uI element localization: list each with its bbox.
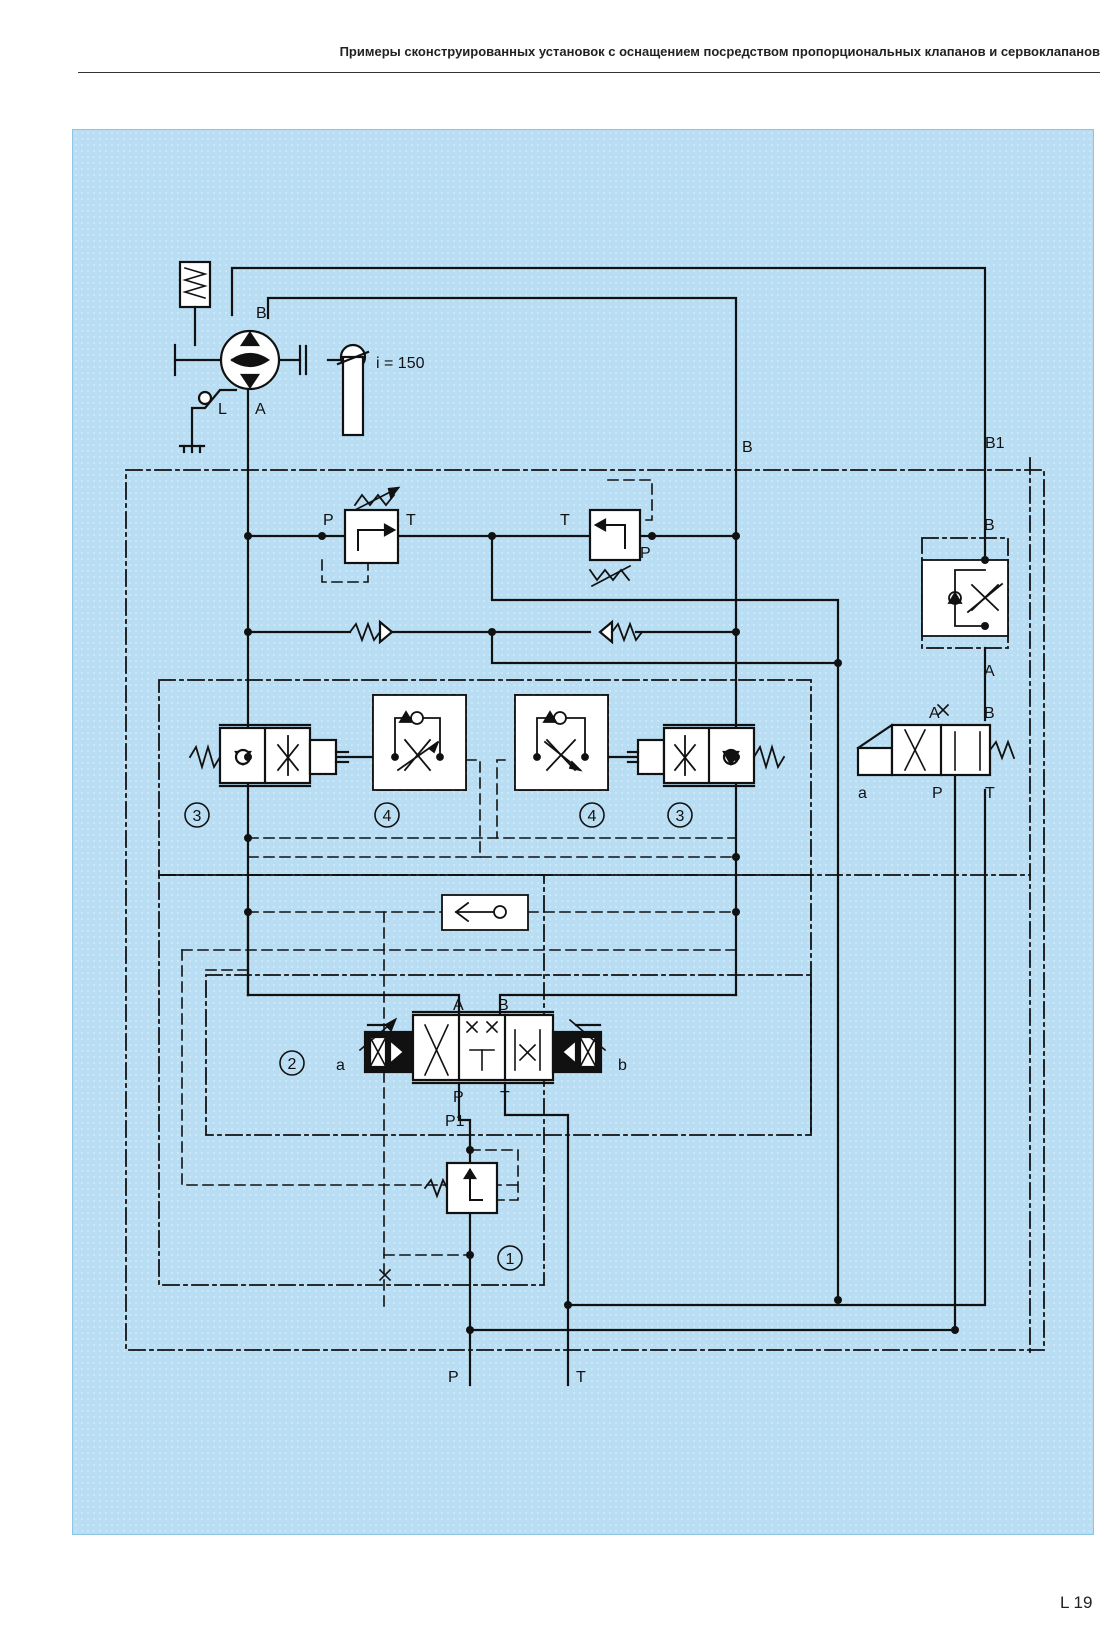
pressure-reducing-valve-icon (425, 1163, 497, 1213)
gearbox-icon (300, 345, 368, 435)
callout-4-left: 4 (375, 803, 399, 827)
svg-text:4: 4 (588, 808, 597, 825)
main-valve-port-t: T (500, 1089, 510, 1106)
relief-valve-right-icon (590, 510, 640, 586)
supply-t-label: T (576, 1369, 586, 1386)
port-labels: B A L i = 150 B B1 P T T P B A A B a P T… (218, 305, 1005, 1386)
motor-port-b: B (256, 305, 267, 322)
drain-port-icon (180, 392, 211, 452)
relief-right-t: T (560, 512, 570, 529)
relief-valve-left-icon (345, 488, 398, 563)
shuttle-valve-icon (442, 895, 528, 930)
relief-left-t: T (406, 512, 416, 529)
callout-4-right: 4 (580, 803, 604, 827)
main-valve-coil-b: b (618, 1057, 627, 1074)
svg-text:3: 3 (193, 808, 202, 825)
main-valve-port-a: A (453, 997, 464, 1014)
svg-text:1: 1 (506, 1251, 515, 1268)
relief-left-p: P (323, 512, 334, 529)
brake-valve-a: A (984, 663, 995, 680)
supply-p-label: P (448, 1369, 459, 1386)
callout-3-right: 3 (668, 803, 692, 827)
solenoid-port-a: A (929, 705, 940, 722)
relief-right-p: P (640, 545, 651, 562)
brake-valve-b: B (984, 517, 995, 534)
solenoid-coil-a: a (858, 785, 867, 802)
throttle-check-left-icon (373, 695, 466, 790)
svg-text:4: 4 (383, 808, 392, 825)
motor-port-a: A (255, 401, 266, 418)
brake-cylinder-icon (175, 262, 210, 375)
p1-label: P1 (445, 1113, 465, 1130)
callout-2: 2 (280, 1051, 304, 1075)
callout-3-left: 3 (185, 803, 209, 827)
line-b-label: B (742, 439, 753, 456)
junction-dots (244, 532, 989, 1334)
proportional-valve-icon (360, 1012, 605, 1083)
main-valve-port-p: P (453, 1089, 464, 1106)
motor-port-l: L (218, 401, 227, 418)
main-valve-coil-a: a (336, 1057, 345, 1074)
check-throttle-valve-icon (922, 560, 1008, 636)
assembly-boundaries (126, 458, 1044, 1355)
solenoid-port-p: P (932, 785, 943, 802)
svg-text:2: 2 (288, 1056, 297, 1073)
page-number: L 19 (1060, 1593, 1092, 1613)
line-b1-label: B1 (985, 435, 1005, 452)
hydraulic-motor-icon (221, 331, 279, 389)
solenoid-port-b: B (984, 705, 995, 722)
callout-1: 1 (498, 1246, 522, 1270)
pilot-valve-right-icon (628, 725, 784, 786)
main-valve-port-b: B (498, 997, 509, 1014)
gear-ratio-label: i = 150 (376, 355, 425, 372)
check-valve-left-icon (350, 622, 392, 642)
throttle-check-right-icon (515, 695, 608, 790)
pressure-lines (175, 268, 985, 1385)
solenoid-port-t: T (985, 785, 995, 802)
svg-text:3: 3 (676, 808, 685, 825)
pilot-valve-left-icon (190, 725, 348, 786)
